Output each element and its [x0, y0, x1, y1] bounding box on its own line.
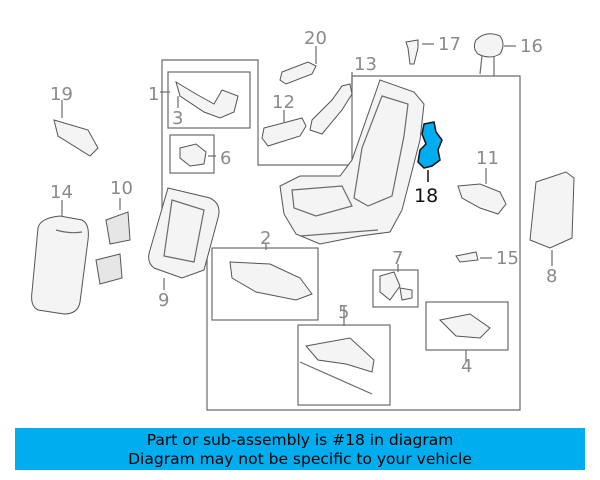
callout-20: 20 [304, 28, 327, 49]
banner-line-1: Part or sub-assembly is #18 in diagram [146, 431, 454, 449]
group-box-2 [211, 247, 319, 321]
callout-1: 1 [148, 84, 159, 105]
group-box-6 [169, 134, 215, 174]
callout-17: 17 [438, 34, 461, 55]
part-17 [405, 39, 419, 65]
callout-9: 9 [158, 290, 169, 311]
group-box-4 [425, 301, 509, 351]
callout-15: 15 [496, 248, 519, 269]
part-5 [305, 337, 375, 373]
callout-2: 2 [260, 228, 271, 249]
part-15 [455, 251, 479, 263]
part-11 [457, 183, 507, 215]
group-box-5 [297, 324, 391, 406]
part-20 [279, 61, 317, 85]
callout-16: 16 [520, 36, 543, 57]
part-18-highlight [417, 121, 443, 169]
part-3 [175, 80, 239, 119]
callout-12: 12 [272, 92, 295, 113]
callout-4: 4 [461, 356, 472, 377]
part-19 [53, 119, 99, 157]
part-8 [529, 171, 575, 249]
part-16 [473, 33, 504, 58]
part-10 [105, 211, 131, 245]
info-banner: Part or sub-assembly is #18 in diagram D… [15, 428, 585, 470]
callout-13: 13 [354, 54, 377, 75]
seat-frame [279, 79, 425, 245]
callout-5: 5 [338, 302, 349, 323]
callout-3: 3 [172, 108, 183, 129]
part-9 [148, 187, 220, 279]
part-4 [438, 313, 491, 339]
part-7 [379, 271, 401, 301]
callout-14: 14 [50, 182, 73, 203]
callout-7: 7 [392, 248, 403, 269]
callout-11: 11 [476, 148, 499, 169]
part-2 [229, 261, 313, 301]
callout-6: 6 [220, 148, 231, 169]
part-12 [261, 117, 307, 147]
callout-8: 8 [546, 266, 557, 287]
part-13 [309, 83, 353, 135]
group-box-7 [372, 269, 419, 308]
part-14 [31, 215, 89, 315]
callout-10: 10 [110, 178, 133, 199]
part-6 [179, 143, 207, 167]
banner-line-2: Diagram may not be specific to your vehi… [128, 450, 472, 468]
group-box-3 [167, 71, 251, 129]
callout-18: 18 [414, 185, 438, 207]
callout-19: 19 [50, 84, 73, 105]
